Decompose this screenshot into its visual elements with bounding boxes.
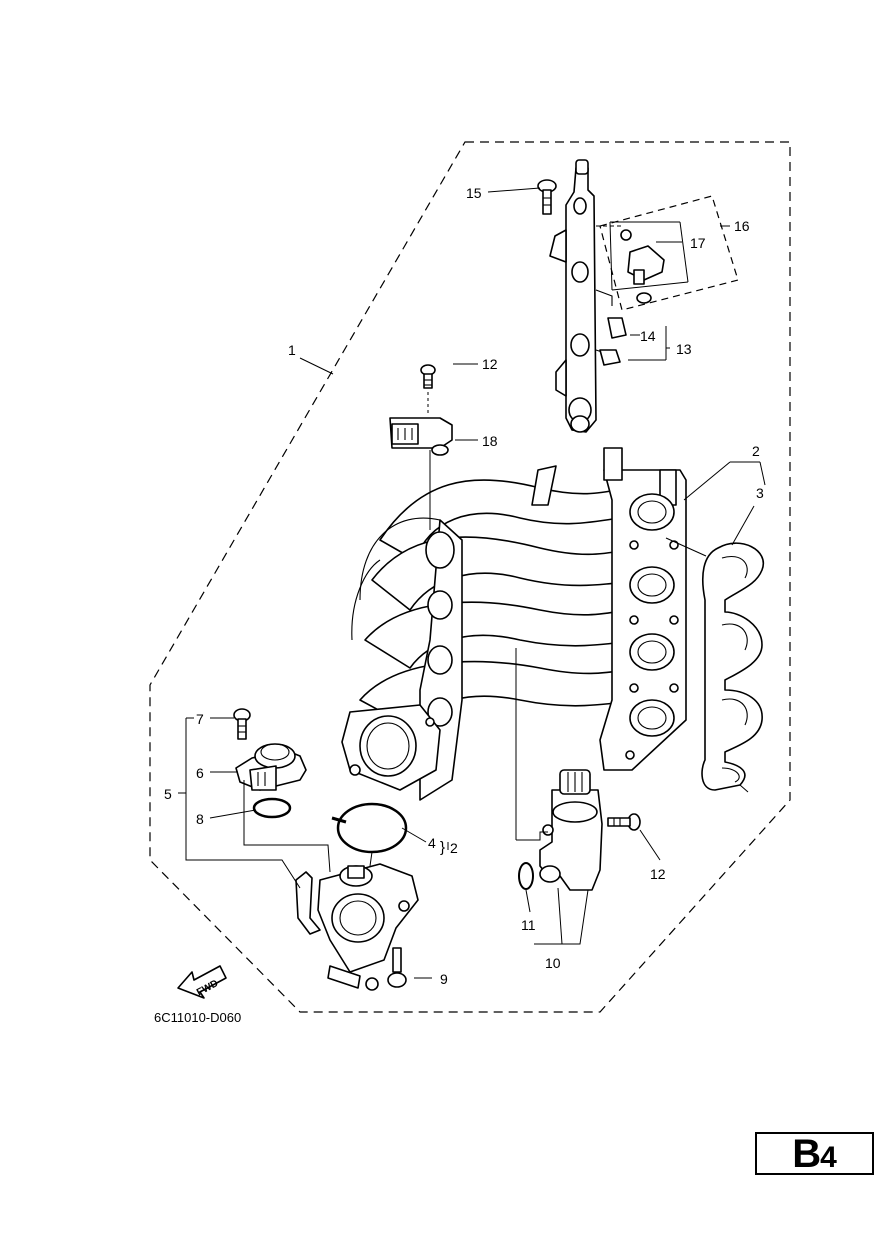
callout-8: 8 [196,811,204,827]
page-section-badge: B 4 [755,1132,874,1175]
fuel-rail [549,159,621,433]
brace-4-2: } [440,839,445,856]
assembly-boundary-outline [149,141,791,1013]
callout-12b: 12 [650,866,666,882]
callout-1: 1 [288,342,296,358]
throttle-gasket [331,802,408,854]
reference-code: 6C11010-D060 [154,1010,241,1025]
callout-4: 4 [428,835,436,851]
callout-11: 11 [521,917,536,933]
idle-air-control-valve [539,769,603,891]
leader-lines [178,187,766,979]
callout-14: 14 [640,328,656,344]
screw-12-side [607,813,641,831]
forward-direction-arrow: FWD [177,965,227,999]
callout-16: 16 [734,218,750,234]
fuel-rail-clips [599,317,627,366]
fuel-injector [620,229,665,304]
screw-7 [233,708,251,740]
bolt-9 [387,947,407,988]
map-sensor [389,417,453,456]
callout-2a: 2 [752,443,760,459]
callout-5: 5 [164,786,172,802]
callout-2b: 2 [450,840,458,856]
callout-6: 6 [196,765,204,781]
o-ring-8 [252,797,292,819]
throttle-position-sensor [235,743,307,791]
callout-10: 10 [545,955,561,971]
intake-manifold [341,447,687,801]
callout-17: 17 [690,235,706,251]
bolt-15 [537,179,557,215]
throttle-body [295,863,419,991]
callout-13: 13 [676,341,692,357]
o-ring-11 [518,862,534,890]
badge-number: 4 [820,1140,837,1174]
callout-9: 9 [440,971,448,987]
injector-set-outline [599,195,739,311]
screw-top [420,364,436,416]
callout-18: 18 [482,433,498,449]
intake-gasket [701,542,765,793]
callout-12a: 12 [482,356,498,372]
callout-3: 3 [756,485,764,501]
badge-letter: B [792,1131,821,1176]
callout-15: 15 [466,185,482,201]
callout-7: 7 [196,711,204,727]
